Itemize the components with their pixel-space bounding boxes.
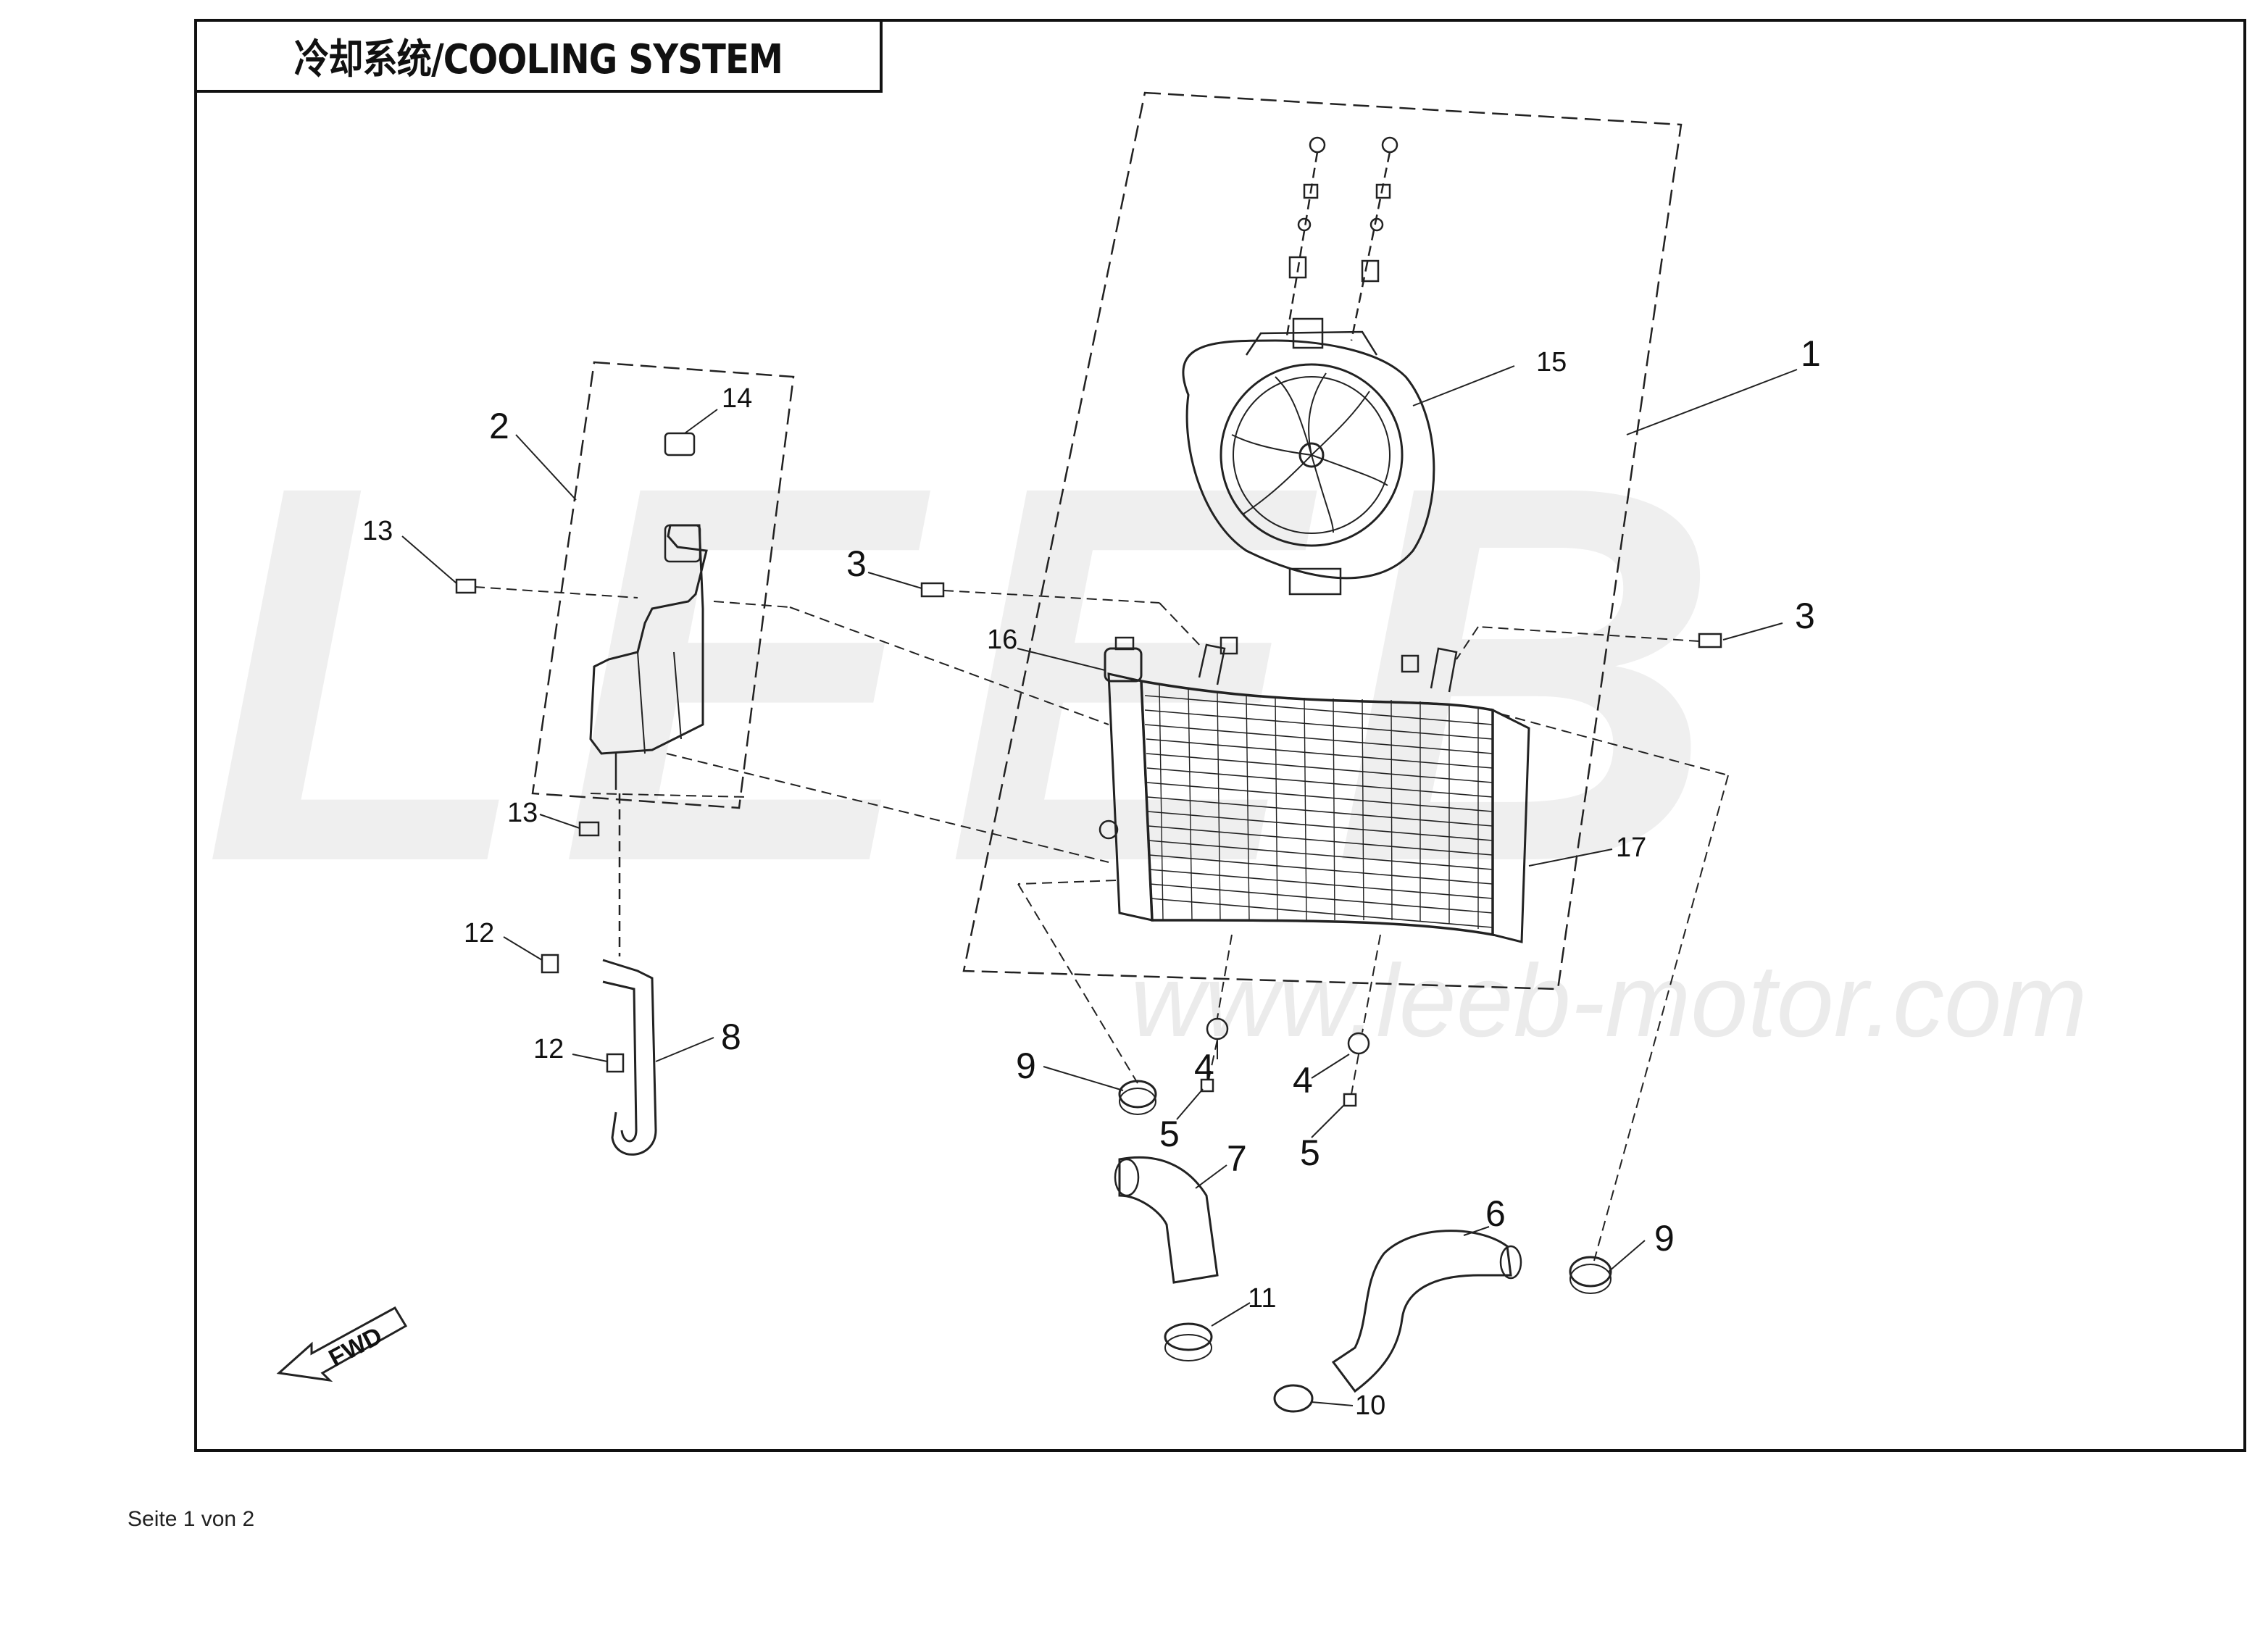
callout-9-right: 9 bbox=[1654, 1218, 1675, 1259]
callout-15: 15 bbox=[1536, 347, 1567, 377]
hose-clamp-10 bbox=[1273, 1384, 1314, 1413]
callout-12-upper: 12 bbox=[464, 918, 494, 948]
callout-4-left: 4 bbox=[1194, 1047, 1214, 1088]
callout-17: 17 bbox=[1616, 833, 1646, 863]
page-title: 冷却系统/COOLING SYSTEM bbox=[293, 36, 783, 83]
callout-3-left: 3 bbox=[846, 543, 867, 584]
clips-12 bbox=[541, 954, 625, 1073]
leeb-watermark-url: www.leeb-motor.com bbox=[1130, 943, 2088, 1059]
reservoir-assembly-boundary bbox=[531, 361, 795, 809]
rubber-grommets-4 bbox=[1206, 1017, 1370, 1055]
radiator-assembly-boundary bbox=[962, 91, 1683, 990]
radiator bbox=[1098, 643, 1530, 943]
callout-13-lower: 13 bbox=[507, 798, 538, 828]
callout-13-upper: 13 bbox=[362, 516, 393, 546]
callout-4-right: 4 bbox=[1293, 1060, 1313, 1101]
coolant-reservoir bbox=[589, 524, 708, 790]
hose-clamp-9-left bbox=[1118, 1080, 1157, 1115]
callout-leader-lines bbox=[401, 365, 1798, 1406]
side-bolts-3 bbox=[920, 582, 1722, 673]
callout-12-lower: 12 bbox=[533, 1034, 564, 1064]
bolts-13 bbox=[455, 578, 600, 837]
hose-clamp-9-right bbox=[1569, 1256, 1612, 1294]
callout-11: 11 bbox=[1248, 1283, 1276, 1314]
callout-6: 6 bbox=[1485, 1193, 1506, 1234]
callout-5-right: 5 bbox=[1300, 1132, 1320, 1173]
diagram-frame bbox=[194, 19, 2246, 1452]
title-box: 冷却系统/COOLING SYSTEM bbox=[194, 19, 883, 93]
callout-8: 8 bbox=[721, 1017, 741, 1057]
page-footer: Seite 1 von 2 bbox=[128, 1507, 255, 1531]
forward-direction-arrow bbox=[276, 1306, 408, 1382]
callout-1: 1 bbox=[1801, 333, 1821, 374]
callout-10: 10 bbox=[1355, 1390, 1385, 1421]
leeb-watermark-logo: LEEB bbox=[203, 374, 1749, 973]
callout-3-right: 3 bbox=[1795, 596, 1815, 636]
callout-9-left: 9 bbox=[1016, 1046, 1036, 1086]
callout-5-left: 5 bbox=[1159, 1114, 1180, 1154]
lower-radiator-hose bbox=[1114, 1156, 1219, 1284]
callout-14: 14 bbox=[722, 383, 752, 414]
overflow-hose bbox=[602, 793, 657, 1156]
upper-radiator-hose bbox=[1331, 1230, 1522, 1393]
assembly-guide-lines bbox=[474, 586, 1729, 1261]
hose-clamp-11 bbox=[1164, 1322, 1213, 1361]
mount-bolts-5 bbox=[1200, 1078, 1357, 1107]
callout-7: 7 bbox=[1227, 1138, 1247, 1179]
callout-16: 16 bbox=[987, 625, 1017, 655]
cooling-fan bbox=[1182, 317, 1435, 596]
reservoir-cap bbox=[664, 432, 696, 456]
radiator-cap bbox=[1104, 636, 1143, 683]
callout-2: 2 bbox=[489, 406, 509, 446]
fan-mount-bolts bbox=[1285, 136, 1398, 341]
